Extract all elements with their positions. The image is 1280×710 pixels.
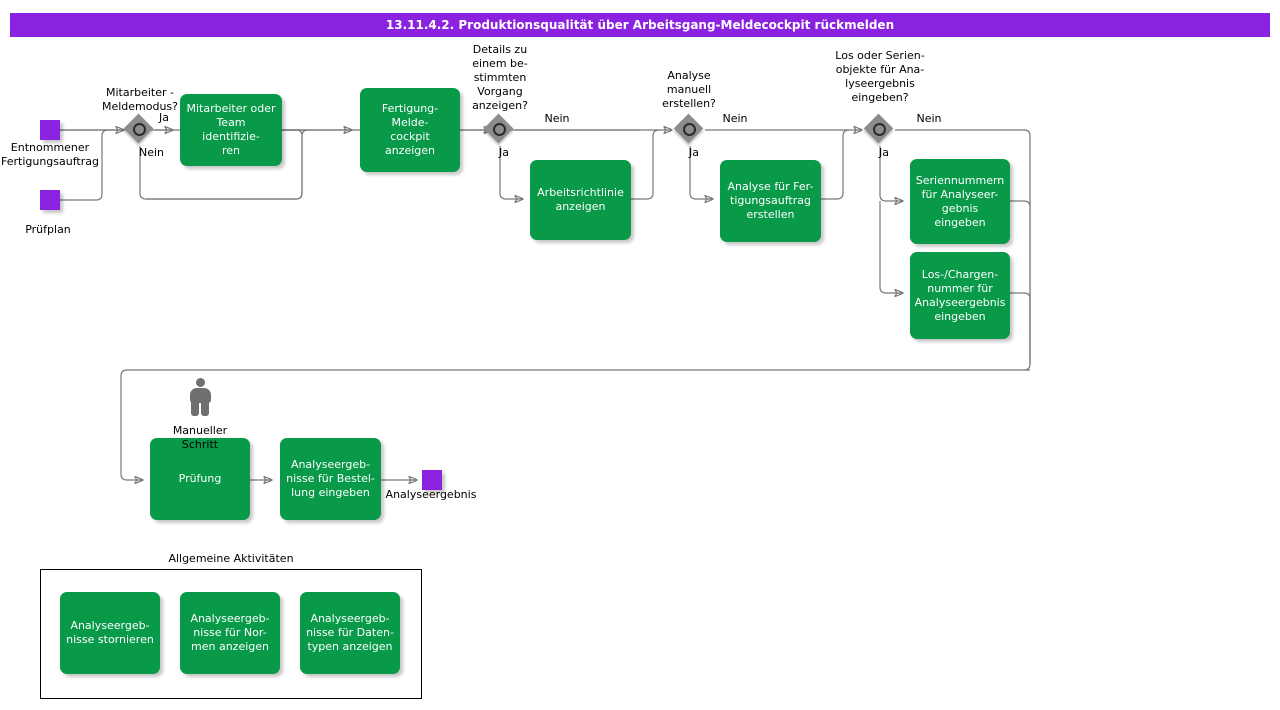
gateway-no-label-mitarbeiter-meldemodus: Nein	[139, 146, 165, 159]
gateway-label-los-serienobjekte: Los oder Serien- objekte für Ana- lyseer…	[835, 49, 925, 104]
task-analyse-fuer-fertigungsauftrag-erstellen[interactable]: Analyse für Fer- tigungsauftrag erstelle…	[720, 160, 821, 242]
gateway-mitarbeiter-meldemodus[interactable]	[123, 113, 155, 145]
general-activities-group	[40, 569, 422, 699]
gateway-circle-icon	[133, 123, 146, 136]
gateway-no-label-analyse-manuell: Nein	[722, 112, 748, 125]
task-analyseergebnisse-fuer-bestellung-eingeben[interactable]: Analyseergeb- nisse für Bestel- lung ein…	[280, 438, 381, 520]
gateway-label-mitarbeiter-meldemodus: Mitarbeiter - Meldemodus?	[101, 86, 179, 113]
gateway-details-vorgang[interactable]	[483, 113, 515, 145]
gateway-los-serienobjekte[interactable]	[863, 113, 895, 145]
gateway-yes-label-details-vorgang: Ja	[499, 146, 509, 159]
task-los-chargennummer-fuer-analyseergebnis-eingeben[interactable]: Los-/Chargen- nummer für Analyseergebnis…	[910, 252, 1010, 339]
data-object-label-pruefplan: Prüfplan	[25, 223, 71, 236]
manual-step-person-icon	[187, 378, 213, 416]
task-arbeitsrichtlinie-anzeigen[interactable]: Arbeitsrichtlinie anzeigen	[530, 160, 631, 240]
task-seriennummern-fuer-analyseergebnis-eingeben[interactable]: Seriennummern für Analyseer- gebnis eing…	[910, 159, 1010, 244]
gateway-label-details-vorgang: Details zu einem be- stimmten Vorgang an…	[472, 43, 528, 112]
gateway-analyse-manuell[interactable]	[673, 113, 705, 145]
task-pruefung[interactable]: Prüfung	[150, 438, 250, 520]
data-object-pruefplan[interactable]	[40, 190, 60, 210]
gateway-yes-label-los-serienobjekte: Ja	[879, 146, 889, 159]
page-title: 13.11.4.2. Produktionsqualität über Arbe…	[10, 13, 1270, 37]
task-fertigung-meldecockpit-anzeigen[interactable]: Fertigung-Melde- cockpit anzeigen	[360, 88, 460, 172]
manual-step-label: Manueller Schritt	[172, 424, 228, 451]
data-object-label-entnommener-fertigungsauftrag: Entnommener Fertigungsauftrag	[1, 141, 99, 168]
gateway-yes-label-analyse-manuell: Ja	[689, 146, 699, 159]
general-activities-title: Allgemeine Aktivitäten	[168, 552, 294, 565]
gateway-no-label-los-serienobjekte: Nein	[916, 112, 942, 125]
task-mitarbeiter-oder-team-identifizieren[interactable]: Mitarbeiter oder Team identifizie- ren	[180, 94, 282, 166]
gateway-circle-icon	[493, 123, 506, 136]
data-object-label-analyseergebnis: Analyseergebnis	[385, 488, 477, 501]
gateway-yes-label-mitarbeiter-meldemodus: Ja	[159, 111, 169, 124]
task-analyseergebnisse-stornieren[interactable]: Analyseergeb- nisse stornieren	[60, 592, 160, 674]
gateway-circle-icon	[873, 123, 886, 136]
data-object-analyseergebnis[interactable]	[422, 470, 442, 490]
gateway-circle-icon	[683, 123, 696, 136]
task-analyseergebnisse-fuer-datentypen-anzeigen[interactable]: Analyseergeb- nisse für Daten- typen anz…	[300, 592, 400, 674]
gateway-no-label-details-vorgang: Nein	[544, 112, 570, 125]
gateway-label-analyse-manuell: Analyse manuell erstellen?	[662, 69, 716, 110]
data-object-entnommener-fertigungsauftrag[interactable]	[40, 120, 60, 140]
task-analyseergebnisse-fuer-normen-anzeigen[interactable]: Analyseergeb- nisse für Nor- men anzeige…	[180, 592, 280, 674]
